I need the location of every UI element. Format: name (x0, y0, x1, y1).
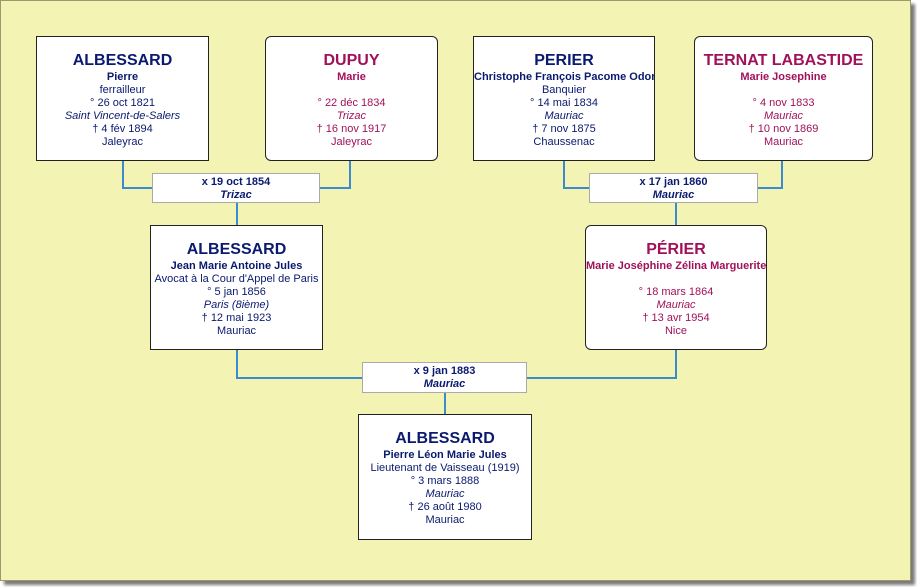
birth-place: Paris (8ième) (203, 299, 270, 311)
surname: DUPUY (323, 52, 380, 69)
occupation (266, 84, 437, 97)
person-card-mother[interactable]: PÉRIER Marie Joséphine Zélina Marguerite… (585, 225, 767, 350)
connector-maternal-right (781, 160, 783, 188)
connector-maternal-left (563, 160, 565, 188)
connector-parents-left (236, 349, 238, 378)
surname: ALBESSARD (72, 52, 173, 69)
connector-parents-down (444, 393, 446, 415)
birth-place: Mauriac (656, 299, 696, 311)
marriage-date: x 19 oct 1854 (201, 176, 271, 188)
marriage-box-parents[interactable]: x 9 jan 1883 Mauriac (362, 362, 527, 393)
occupation: ferrailleur (99, 84, 146, 96)
connector-parents-h2 (527, 377, 677, 379)
connector-paternal-right (349, 160, 351, 188)
given-names: Christophe François Pacome Odon (474, 71, 655, 83)
occupation: Lieutenant de Vaisseau (1919) (370, 462, 520, 474)
birth-date: ° 14 mai 1834 (530, 97, 598, 109)
death-date: † 7 nov 1875 (532, 123, 596, 135)
death-date: † 10 nov 1869 (748, 123, 819, 135)
occupation: Banquier (541, 84, 587, 96)
birth-date: ° 4 nov 1833 (752, 97, 815, 109)
birth-date: ° 26 oct 1821 (90, 97, 155, 109)
death-place: Nice (664, 325, 687, 337)
given-names: Jean Marie Antoine Jules (170, 260, 303, 272)
person-card-maternal-grandfather[interactable]: PERIER Christophe François Pacome Odon B… (473, 36, 655, 161)
surname: PÉRIER (646, 241, 706, 258)
death-place: Mauriac (425, 514, 465, 526)
birth-date: ° 3 mars 1888 (410, 475, 480, 487)
birth-place: Mauriac (425, 488, 465, 500)
connector-paternal-h (122, 187, 152, 189)
given-names: Marie Joséphine Zélina Marguerite (586, 260, 767, 272)
person-card-root[interactable]: ALBESSARD Pierre Léon Marie Jules Lieute… (358, 414, 532, 540)
death-place: Jaleyrac (331, 136, 372, 148)
person-card-paternal-grandmother[interactable]: DUPUY Marie ° 22 déc 1834 Trizac † 16 no… (265, 36, 438, 161)
marriage-place: Mauriac (652, 189, 695, 201)
surname: PERIER (534, 52, 594, 69)
connector-maternal-down (675, 203, 677, 226)
marriage-place: Mauriac (423, 378, 466, 390)
connector-paternal-down (236, 203, 238, 226)
death-place: Chaussenac (533, 136, 595, 148)
person-card-father[interactable]: ALBESSARD Jean Marie Antoine Jules Avoca… (150, 225, 323, 350)
connector-paternal-left (122, 160, 124, 188)
surname: ALBESSARD (395, 430, 495, 447)
given-names: Marie (337, 71, 366, 83)
death-date: † 12 mai 1923 (201, 312, 272, 324)
death-date: † 13 avr 1954 (642, 312, 710, 324)
birth-place: Trizac (336, 110, 367, 122)
death-date: † 16 nov 1917 (316, 123, 387, 135)
given-names: Pierre (106, 71, 139, 83)
marriage-place: Trizac (220, 189, 252, 201)
birth-place: Mauriac (763, 110, 804, 122)
connector-parents-h (236, 377, 363, 379)
surname: TERNAT LABASTIDE (703, 52, 864, 69)
birth-date: ° 22 déc 1834 (317, 97, 386, 109)
given-names: Marie Josephine (740, 71, 827, 83)
death-place: Mauriac (763, 136, 804, 148)
occupation: Avocat à la Cour d'Appel de Paris (154, 273, 319, 285)
death-place: Jaleyrac (102, 136, 143, 148)
birth-date: ° 18 mars 1864 (638, 286, 714, 298)
connector-paternal-h2 (320, 187, 351, 189)
marriage-date: x 17 jan 1860 (639, 176, 708, 188)
given-names: Pierre Léon Marie Jules (383, 449, 507, 461)
birth-date: ° 5 jan 1856 (207, 286, 266, 298)
person-card-maternal-grandmother[interactable]: TERNAT LABASTIDE Marie Josephine ° 4 nov… (694, 36, 873, 161)
occupation (695, 84, 872, 97)
marriage-box-maternal[interactable]: x 17 jan 1860 Mauriac (589, 173, 758, 203)
marriage-box-paternal[interactable]: x 19 oct 1854 Trizac (152, 173, 320, 203)
birth-place: Saint Vincent-de-Salers (64, 110, 181, 122)
death-place: Mauriac (216, 325, 257, 337)
death-date: † 4 fév 1894 (92, 123, 153, 135)
person-card-paternal-grandfather[interactable]: ALBESSARD Pierre ferrailleur ° 26 oct 18… (36, 36, 209, 161)
marriage-date: x 9 jan 1883 (413, 365, 476, 377)
connector-parents-right (675, 349, 677, 378)
occupation (586, 273, 766, 286)
birth-place: Mauriac (544, 110, 584, 122)
connector-maternal-h (563, 187, 590, 189)
surname: ALBESSARD (186, 241, 287, 258)
death-date: † 26 août 1980 (408, 501, 482, 513)
